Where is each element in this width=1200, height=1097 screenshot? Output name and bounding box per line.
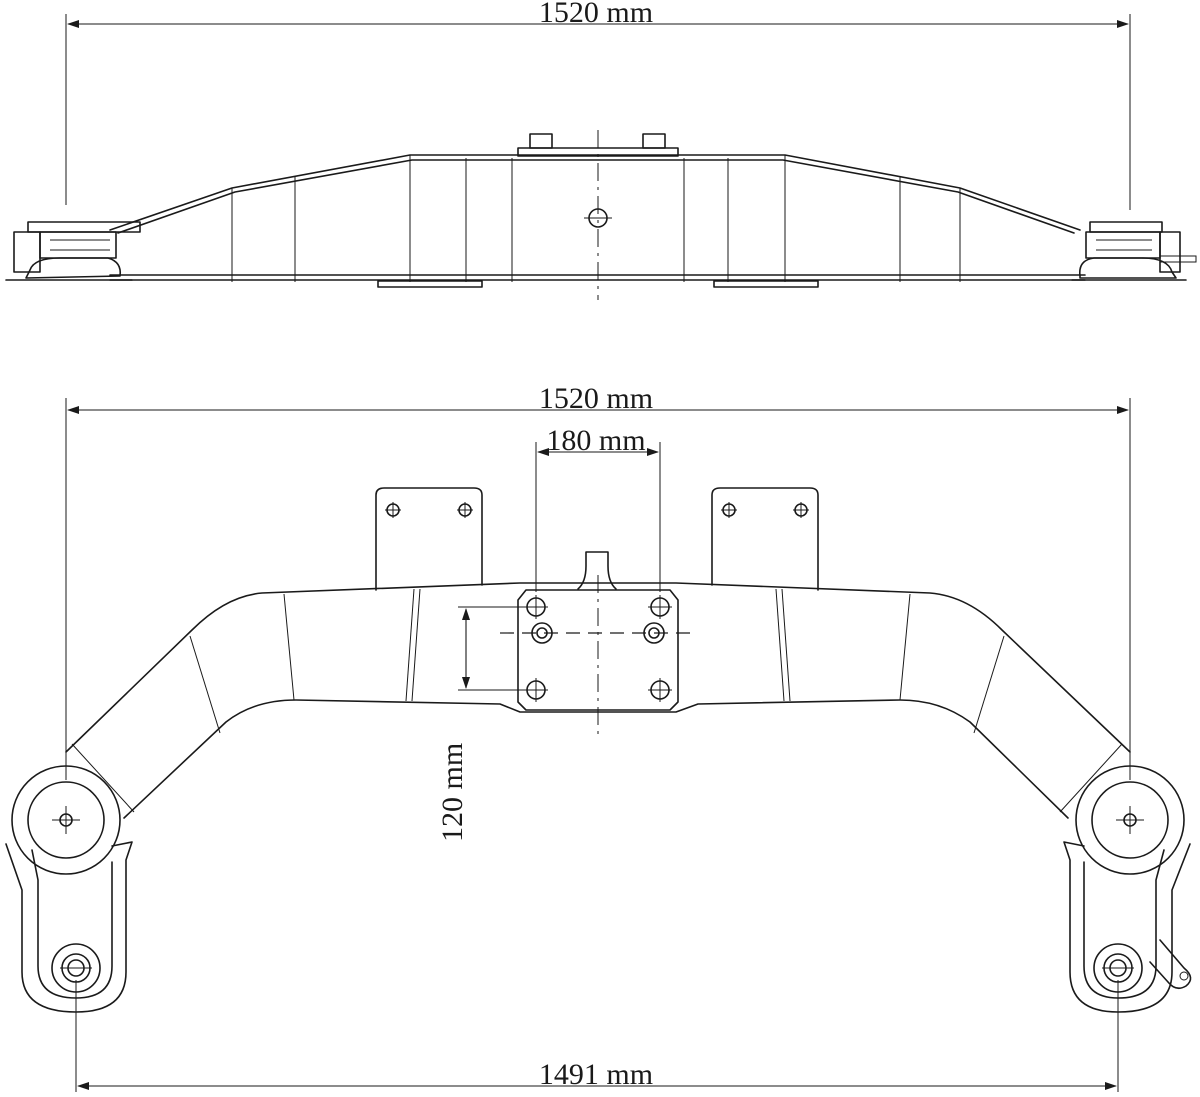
dim-label-120: 120 mm: [436, 743, 469, 842]
dim-120: 120 mm: [436, 606, 530, 842]
plan-beam: [65, 551, 1131, 819]
wheel-assembly-left: [5, 765, 133, 1013]
mount-bracket-left: [375, 487, 483, 591]
dim-label-top-1520: 1520 mm: [539, 0, 653, 29]
dim-180: 180 mm: [535, 424, 661, 592]
dim-label-bottom-1520: 1520 mm: [539, 382, 653, 415]
side-wheel-left: [5, 221, 141, 281]
side-beam: [109, 130, 1086, 300]
dim-1491: 1491 mm: [75, 980, 1119, 1092]
dim-label-180: 180 mm: [546, 424, 645, 457]
dim-label-1491: 1491 mm: [539, 1058, 653, 1091]
plan-view: 1520 mm 180 mm 120 mm 1491 mm: [5, 382, 1192, 1092]
dim-bottom-1520: 1520 mm: [65, 382, 1131, 780]
mount-bracket-right: [711, 487, 819, 591]
wheel-assembly-right: [1063, 765, 1192, 1013]
dim-top-1520: 1520 mm: [65, 0, 1131, 210]
side-wheel-right: [1071, 221, 1197, 281]
side-view: 1520 mm: [5, 0, 1197, 300]
